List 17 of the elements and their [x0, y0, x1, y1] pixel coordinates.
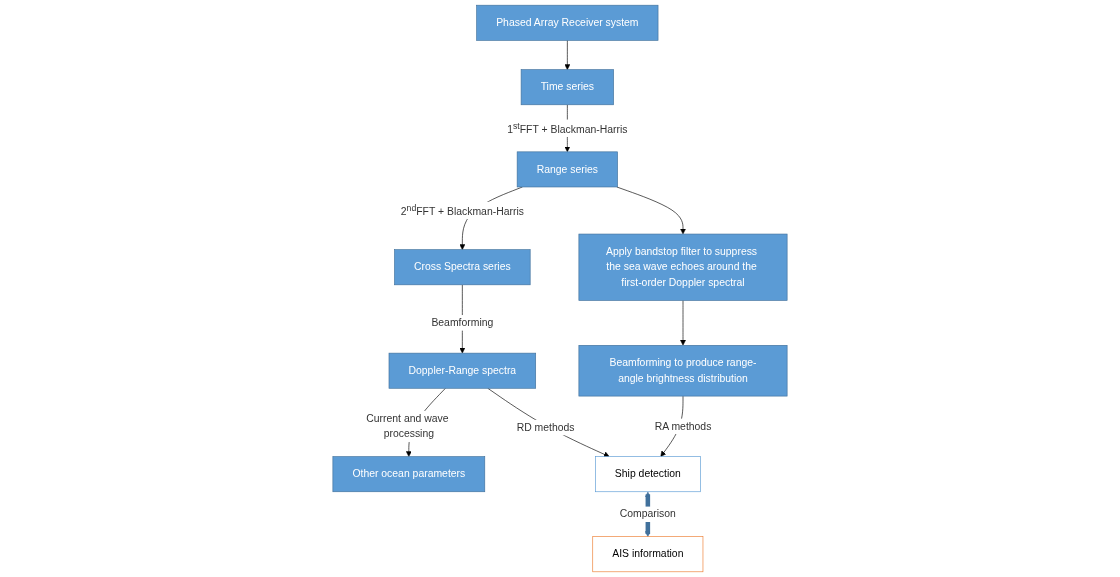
edge-label: Beamforming — [431, 317, 494, 329]
edge-label: Comparison — [619, 508, 676, 520]
node-box: Cross Spectra series — [394, 249, 531, 286]
edge-label: Current and wave processing — [366, 412, 449, 440]
node-box: Range series — [516, 151, 618, 188]
edge-label: RA methods — [654, 420, 712, 432]
node-box: Other ocean parameters — [332, 456, 486, 493]
edge-label: RD methods — [516, 421, 575, 433]
edge-label: 2$^{nd}$FFT + Blackman-Harris — [400, 202, 524, 217]
edge-label: 1$^{st}$FFT + Blackman-Harris — [507, 120, 628, 135]
node-box: Phased Array Receiver system — [476, 4, 659, 41]
node-box: Doppler-Range spectra — [388, 352, 536, 389]
node-box: Beamforming to produce range-angle brightness distribution — [578, 345, 788, 397]
node-box: Apply bandstop filter to suppress the sea wave echoes around the first-order Doppler spectral — [578, 233, 788, 301]
node-box: AIS information — [592, 536, 704, 573]
node-box: Time series — [520, 69, 614, 106]
node-box: Ship detection — [595, 456, 701, 493]
